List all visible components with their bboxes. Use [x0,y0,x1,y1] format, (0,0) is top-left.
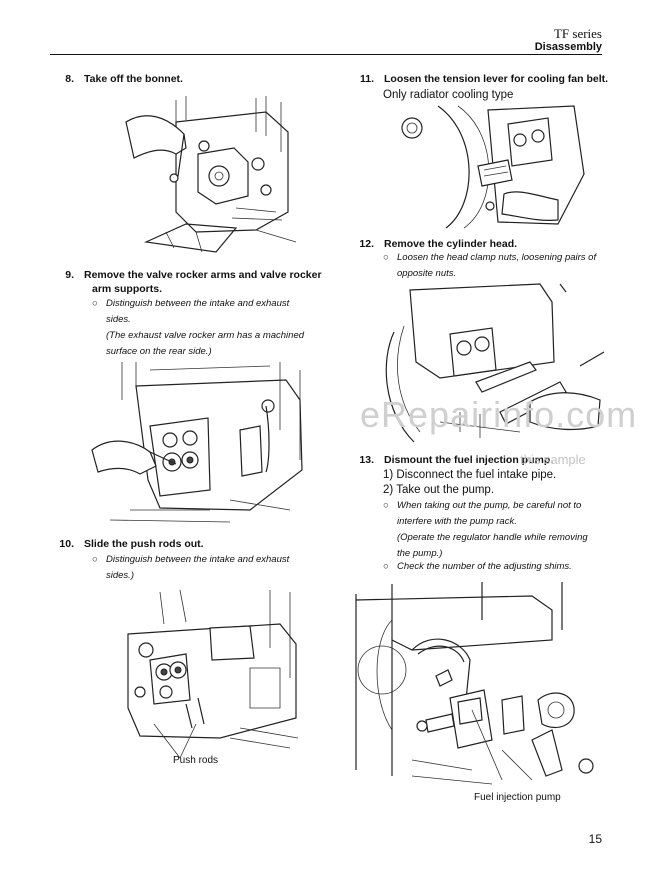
bullet-mark: ○ [92,554,98,565]
page-number: 15 [588,832,602,846]
step-title: Take off the bonnet. [84,73,183,85]
figure-cylinder-head [385,283,605,443]
step-11-heading: 11. Loosen the tension lever for cooling… [350,72,620,88]
bullet-line: sides. [106,314,131,325]
step-8-heading: 8. Take off the bonnet. [50,72,330,88]
step-10-heading: 10. Slide the push rods out. [50,537,330,553]
bullet-line: interfere with the pump rack. [397,516,517,527]
bullet-mark: ○ [383,500,389,511]
bullet-mark: ○ [92,298,98,309]
step-number: 11. [359,73,374,85]
bullet-line: Distinguish between the intake and exhau… [106,554,290,565]
step-9-heading: 9. Remove the valve rocker arms and valv… [50,268,330,284]
figure-rocker-arm-removal [91,362,303,523]
step-number: 10. [59,538,74,550]
bullet-line: Check the number of the adjusting shims. [397,561,572,572]
push-rods-label: Push rods [173,755,219,766]
header-rule [50,54,602,55]
bullet-line: sides.) [106,570,134,581]
bullet-line: (The exhaust valve rocker arm has a mach… [106,330,305,341]
step-13-heading: 13. Dismount the fuel injection pump. [350,453,620,469]
step-title: Slide the push rods out. [84,538,204,550]
step-11-subtitle: Only radiator cooling type [383,89,514,101]
figure-bonnet-removal [125,96,297,253]
step-number: 12. [359,238,374,250]
step-9-heading-cont: arm supports. [92,282,332,298]
push-rods-leader-lines [153,723,197,759]
bullet-mark: ○ [383,561,389,572]
step-13-substep-2: 2) Take out the pump. [383,484,495,496]
step-title: Dismount the fuel injection pump. [384,454,554,466]
step-13-substep-1: 1) Disconnect the fuel intake pipe. [383,469,557,481]
step-9-bullet: ○ Distinguish between the intake and exh… [92,296,318,360]
step-10-bullet: ○ Distinguish between the intake and exh… [92,552,318,584]
bullet-line: Loosen the head clamp nuts, loosening pa… [397,252,597,263]
step-12-bullet: ○ Loosen the head clamp nuts, loosening … [383,250,609,282]
fuel-injection-pump-label: Fuel injection pump [474,792,561,803]
step-12-heading: 12. Remove the cylinder head. [350,237,620,253]
step-title-cont: arm supports. [92,283,163,295]
watermark-sample: this sample [520,452,586,467]
step-title: Remove the valve rocker arms and valve r… [84,269,322,281]
figure-fuel-injection-pump [355,582,594,785]
figure-fan-belt [401,105,585,229]
bullet-line: opposite nuts. [397,268,457,279]
step-13-bullet-a: ○ When taking out the pump, be careful n… [383,498,609,562]
bullet-line: When taking out the pump, be careful not… [397,500,582,511]
step-13-bullet-b: ○ Check the number of the adjusting shim… [383,559,609,575]
watermark: eRepairinfo.com [360,394,638,435]
bullet-line: the pump.) [397,548,443,559]
header-series: TF series [553,26,602,41]
step-number: 8. [65,73,74,85]
bullet-line: (Operate the regulator handle while remo… [397,532,588,543]
step-number: 13. [359,454,374,466]
figure-push-rods [127,589,299,749]
step-title: Loosen the tension lever for cooling fan… [384,73,609,85]
bullet-mark: ○ [383,252,389,263]
bullet-line: surface on the rear side.) [106,346,212,357]
header-section: Disassembly [534,41,602,53]
step-title: Remove the cylinder head. [384,238,518,250]
bullet-line: Distinguish between the intake and exhau… [106,298,290,309]
step-number: 9. [65,269,74,281]
